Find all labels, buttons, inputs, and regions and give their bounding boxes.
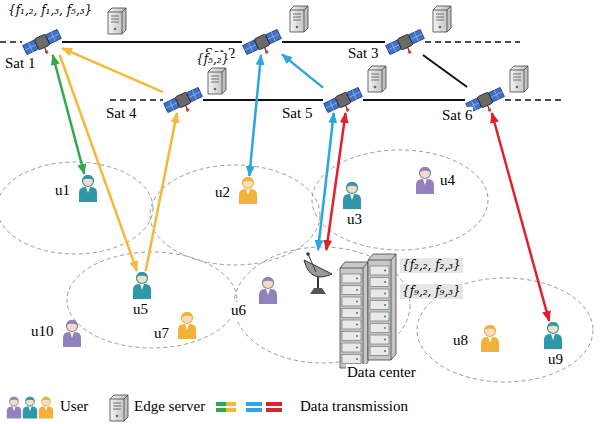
edge-server-icon [208, 68, 226, 94]
user-icon [78, 174, 98, 202]
data-center-label: Data center [346, 364, 417, 381]
edge-server-icons [108, 6, 528, 94]
edge-server-icon [433, 6, 451, 32]
file-set-label: {f₂,₂, f₂,₃} [400, 258, 463, 273]
data-center-node: Data center [300, 250, 398, 362]
dc-icon [300, 250, 398, 362]
data-transmission-link [60, 55, 137, 271]
data-transmission-link [249, 55, 261, 176]
inter-satellite-link [203, 99, 323, 101]
legend-text: Data transmission [300, 398, 408, 415]
user-icon [62, 319, 82, 347]
user-node: u2 [238, 176, 258, 204]
edge-server-icon [110, 395, 128, 421]
satellite-node: Sat 4 [163, 87, 203, 113]
user-label: u6 [230, 302, 247, 319]
user-icon [480, 324, 500, 352]
user-node: u6 [258, 276, 278, 304]
inter-satellite-link [62, 41, 242, 43]
file-set-label: {f₅,₂} [194, 52, 231, 67]
satellite-node: Sat 2 [242, 29, 282, 55]
satellite-label: Sat 3 [347, 45, 379, 62]
user-label: u3 [346, 211, 363, 228]
satellite-label: Sat 1 [4, 55, 36, 72]
user-node: u8 [480, 324, 500, 352]
edge-server-icon [290, 6, 308, 32]
satellite-node: Sat 1 [22, 29, 62, 55]
user-node: u3 [342, 181, 362, 209]
user-icon [543, 321, 563, 349]
sat-icon [385, 29, 425, 55]
user-node: u10 [62, 319, 82, 347]
satellite-node: Sat 5 [323, 87, 363, 113]
user-label: u7 [153, 325, 170, 342]
edge-server-icon [108, 8, 126, 34]
legend-text: User [60, 398, 88, 415]
user-label: u8 [452, 332, 469, 349]
sat-icon [242, 29, 282, 55]
user-label: u2 [214, 184, 231, 201]
user-label: u10 [30, 323, 55, 340]
data-transmission-link [146, 113, 177, 271]
data-transmission-link [282, 54, 323, 87]
user-icon [415, 166, 435, 194]
user-icon [258, 276, 278, 304]
inter-satellite-link [363, 99, 465, 101]
user-label: u4 [439, 172, 456, 189]
legend-text: Edge server [134, 398, 205, 415]
data-transmission-link [326, 113, 345, 250]
user-icon [342, 181, 362, 209]
edge-server-icon [368, 66, 386, 92]
user-node: u7 [177, 311, 197, 339]
user-icon [238, 176, 258, 204]
sat-icon [22, 29, 62, 55]
user-icon [177, 311, 197, 339]
edge-server-icon [510, 66, 528, 92]
satellite-label: Sat 5 [281, 105, 313, 122]
legend-samples [7, 395, 282, 421]
orbit-line [0, 42, 565, 100]
data-transmission-link [62, 48, 163, 92]
file-set-label: {f₁,₂, f₁,₃, f₅,₃} [6, 3, 94, 18]
inter-satellite-link [282, 41, 385, 43]
sat-icon [323, 87, 363, 113]
file-set-label: {f₉,₂, f₉,₃} [400, 284, 463, 299]
user-icon [132, 271, 152, 299]
user-label: u1 [54, 182, 71, 199]
user-label: u9 [547, 351, 564, 368]
sat-icon [163, 87, 203, 113]
user-node: u1 [78, 174, 98, 202]
satellite-label: Sat 4 [105, 105, 137, 122]
satellite-node: Sat 3 [385, 29, 425, 55]
user-node: u9 [543, 321, 563, 349]
coverage-area [0, 150, 593, 382]
user-node: u4 [415, 166, 435, 194]
data-transmission-link [318, 113, 334, 250]
user-label: u5 [132, 301, 149, 318]
inter-satellite-link [423, 55, 467, 87]
data-transmission-link [492, 113, 549, 321]
satellite-label: Sat 6 [441, 107, 473, 124]
satellite-node: Sat 6 [465, 87, 505, 113]
user-node: u5 [132, 271, 152, 299]
data-transmission-link [53, 55, 85, 174]
